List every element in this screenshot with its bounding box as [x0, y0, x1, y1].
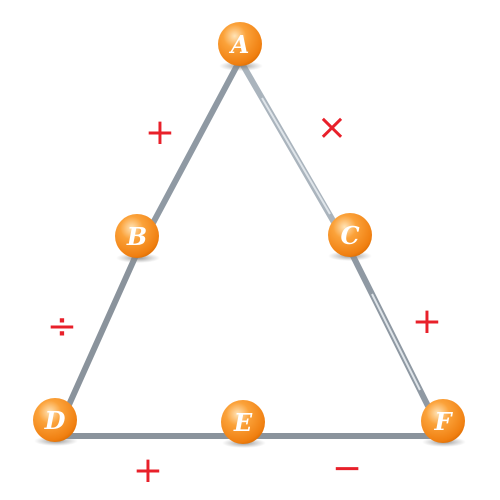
- edge-c-f-highlight: [371, 293, 421, 391]
- node-b: B: [115, 214, 160, 263]
- edge-a-c-highlight: [261, 97, 331, 215]
- node-a-ball: [218, 22, 262, 66]
- node-f-label: F: [433, 407, 453, 436]
- node-d-label: D: [44, 406, 66, 435]
- operator-cf: +: [412, 301, 442, 342]
- node-b-ball: [115, 214, 159, 258]
- node-c-ball: [328, 213, 372, 257]
- operator-ab: +: [145, 112, 175, 153]
- operator-ac: ×: [317, 107, 347, 148]
- node-c-label: C: [340, 221, 359, 250]
- node-e-label: E: [233, 408, 253, 437]
- node-e: E: [221, 400, 266, 448]
- node-d-ball: [33, 398, 77, 442]
- node-f: F: [421, 399, 466, 447]
- operators: + × ÷ + + −: [47, 107, 442, 491]
- node-d: D: [33, 398, 78, 446]
- node-a: A: [218, 22, 263, 71]
- operator-bd: ÷: [47, 306, 77, 347]
- edges: [52, 57, 446, 439]
- node-e-ball: [221, 400, 265, 444]
- node-f-ball: [421, 399, 465, 443]
- edge-a-b: [134, 57, 243, 256]
- operator-de: +: [133, 450, 163, 491]
- node-c: C: [328, 213, 372, 261]
- node-a-label: A: [229, 30, 250, 59]
- operator-ef: −: [332, 448, 362, 489]
- node-b-label: B: [126, 222, 147, 251]
